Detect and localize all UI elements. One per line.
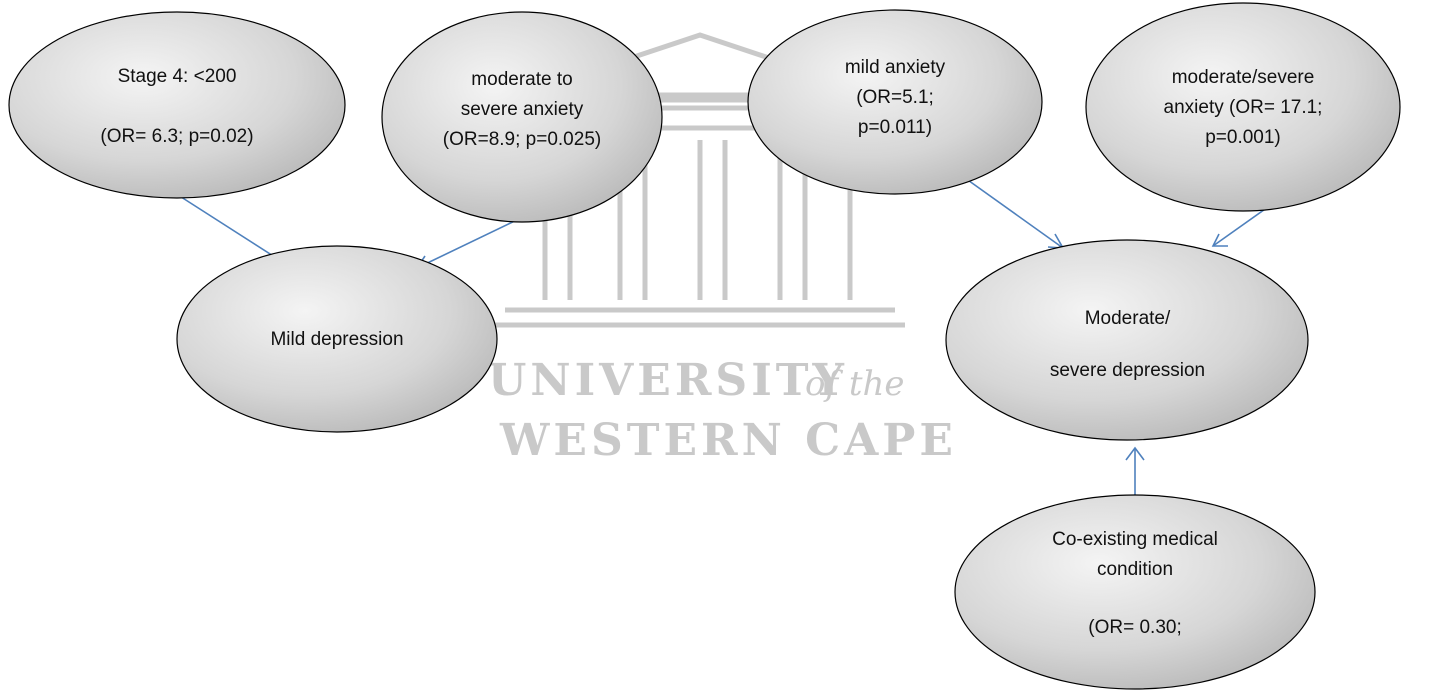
node-stage4-line1: Stage 4: <200 (117, 66, 237, 87)
node-mod-sev-anxiety-right-line3: p=0.001) (1205, 127, 1281, 148)
node-mild-anxiety-line1: mild anxiety (844, 57, 946, 78)
node-mod-sev-anxiety-right-ellipse (1085, 2, 1401, 212)
node-mod-sev-anxiety-right: moderate/severe anxiety (OR= 17.1; p=0.0… (1115, 38, 1371, 178)
node-mod-sev-depression: Moderate/ severe depression (1000, 290, 1255, 400)
node-mod-sev-depression-line2: severe depression (1049, 360, 1206, 381)
node-mod-sev-depression-ellipse (945, 239, 1309, 441)
node-mod-sev-depression-line1: Moderate/ (1084, 308, 1171, 329)
watermark-line1-suffix: of the (805, 364, 905, 404)
node-mod-sev-anxiety-right-line2: anxiety (OR= 17.1; (1163, 97, 1323, 118)
node-stage4-line2: (OR= 6.3; p=0.02) (100, 126, 254, 147)
node-stage4-ellipse (8, 11, 346, 199)
node-mod-sev-anxiety-left-line1: moderate to (471, 69, 573, 90)
node-coexisting-line1: Co-existing medical (1052, 529, 1218, 550)
node-mild-depression-ellipse (176, 245, 498, 433)
node-coexisting-line2: condition (1096, 559, 1174, 580)
node-mild-depression: Mild depression (217, 310, 457, 370)
watermark-line1: UNIVERSITY (488, 355, 848, 406)
node-coexisting-ellipse (954, 494, 1316, 690)
node-mild-depression-line1: Mild depression (270, 329, 404, 350)
node-mod-sev-anxiety-right-line1: moderate/severe (1171, 67, 1315, 88)
node-coexisting-line3: (OR= 0.30; (1088, 617, 1182, 638)
node-mild-anxiety-line2: (OR=5.1; (856, 87, 934, 108)
watermark-line2: WESTERN CAPE (499, 415, 957, 466)
arrow-coexisting-to-moderate-depression (1125, 446, 1145, 495)
node-mod-sev-anxiety-left-ellipse (381, 11, 663, 223)
node-coexisting: Co-existing medical condition (OR= 0.30; (1000, 525, 1270, 675)
arrow-mild-anxiety-to-moderate-depression (964, 177, 1065, 249)
node-stage4: Stage 4: <200 (OR= 6.3; p=0.02) (30, 42, 324, 172)
node-mod-sev-anxiety-left-line2: severe anxiety (460, 99, 584, 120)
node-mild-anxiety-ellipse (747, 9, 1043, 195)
node-mod-sev-anxiety-left: moderate to severe anxiety (OR=8.9; p=0.… (392, 30, 652, 190)
node-mod-sev-anxiety-left-line3: (OR=8.9; p=0.025) (442, 129, 602, 150)
node-mild-anxiety-line3: p=0.011) (857, 117, 933, 138)
node-mild-anxiety: mild anxiety (OR=5.1; p=0.011) (770, 28, 1020, 168)
